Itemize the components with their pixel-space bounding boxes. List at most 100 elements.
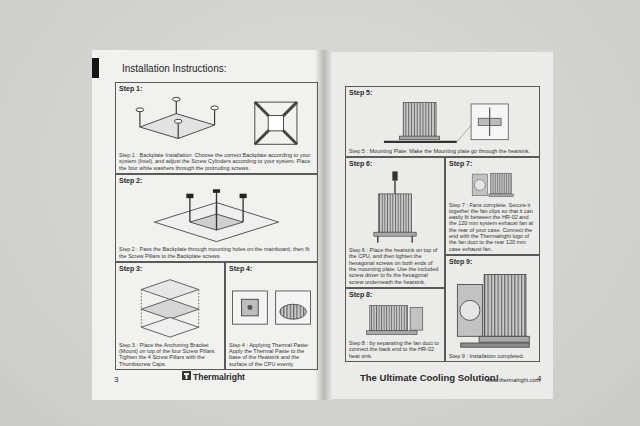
cpu bbox=[242, 299, 259, 316]
screwdriver-handle bbox=[392, 171, 397, 180]
pillar bbox=[189, 197, 190, 222]
step-panel: Step 7: Step 7 : Fans complete. Secure it… bbox=[445, 157, 540, 255]
bracket-figure bbox=[141, 280, 198, 337]
logo-stroke bbox=[186, 373, 188, 379]
step-caption: Step 1 : Backplate Installation. Choose … bbox=[119, 152, 314, 171]
heatsink bbox=[370, 306, 408, 331]
step-heading: Step 7: bbox=[449, 160, 536, 168]
heatsink bbox=[403, 103, 436, 137]
backplate-center bbox=[268, 116, 283, 131]
fan bbox=[474, 180, 485, 191]
step-caption: Step 3 : Place the Anchoring Bracket (Mo… bbox=[119, 342, 221, 367]
website: www.thermalright.com bbox=[486, 377, 540, 383]
pillar bbox=[216, 206, 217, 230]
step-panel: Step 8: Step 8 : by separating the fan du… bbox=[345, 288, 445, 362]
heatsink-base bbox=[479, 336, 529, 342]
page-tab bbox=[92, 58, 99, 78]
step-heading: Step 3: bbox=[119, 265, 221, 273]
page-fold bbox=[316, 50, 332, 400]
step-caption: Step 2 : Pass the Backplate through moun… bbox=[119, 246, 314, 259]
step-caption: Step 4 : Applying Thermal Paste: Apply t… bbox=[229, 342, 314, 367]
backplate bbox=[140, 114, 215, 139]
mainboard-figure bbox=[154, 189, 278, 241]
step-heading: Step 6: bbox=[349, 160, 441, 168]
heatsink-base bbox=[400, 136, 440, 140]
heatsink-base bbox=[489, 194, 513, 197]
screw bbox=[139, 112, 140, 127]
heatsink bbox=[491, 173, 512, 194]
left-page bbox=[92, 50, 324, 400]
screw-pillar bbox=[240, 194, 247, 198]
screw bbox=[178, 123, 179, 138]
pillar bbox=[377, 236, 378, 243]
page-title: Installation Instructions: bbox=[122, 63, 227, 74]
step-panel: Step 4: Step 4 : Applying Thermal Paste: … bbox=[225, 262, 318, 370]
step-panel: Step 6: Step 6 : Place the heatsink on to… bbox=[345, 157, 445, 288]
pillar bbox=[412, 236, 413, 243]
pillar bbox=[242, 197, 243, 222]
step-heading: Step 8: bbox=[349, 291, 441, 299]
logo-square bbox=[182, 371, 191, 380]
step-caption: Step 9 : Installation completed. bbox=[449, 353, 536, 359]
step-caption: Step 8 : by separating the fan duct to c… bbox=[349, 340, 441, 359]
washer bbox=[211, 106, 219, 110]
screw-pillar bbox=[186, 194, 193, 198]
fan bbox=[460, 300, 480, 320]
washer bbox=[136, 108, 144, 112]
right-page bbox=[324, 52, 553, 399]
screw bbox=[489, 108, 490, 137]
washer bbox=[174, 119, 182, 123]
screw bbox=[214, 110, 215, 125]
zoom-line bbox=[457, 125, 471, 141]
step-caption: Step 7 : Fans complete. Secure it togeth… bbox=[449, 202, 536, 253]
fan-duct bbox=[457, 284, 482, 336]
screwdriver-shaft bbox=[394, 181, 395, 194]
zoom-box bbox=[276, 291, 311, 324]
backplate-top-view bbox=[255, 102, 297, 144]
backplate-figure bbox=[136, 97, 297, 144]
step-heading: Step 4: bbox=[229, 265, 314, 273]
heatsink-base bbox=[367, 331, 417, 335]
page-number: 4 bbox=[537, 374, 541, 383]
step-panel: Step 2:Step 2 : Pass the Backplate throu… bbox=[115, 174, 318, 262]
fan-duct-figure bbox=[472, 173, 513, 196]
zoom-box bbox=[471, 104, 508, 140]
heatsink bbox=[484, 274, 526, 336]
screwdriver-figure bbox=[374, 171, 416, 242]
mainboard bbox=[141, 317, 198, 337]
heatsink-base bbox=[280, 304, 307, 319]
mounting-plate bbox=[374, 232, 416, 236]
page-number: 3 bbox=[114, 375, 118, 384]
logo-mark bbox=[182, 371, 191, 380]
step-panel: Step 5: Step 5 : Mounting Plate: Make the… bbox=[345, 86, 540, 157]
duct-attach-figure bbox=[367, 306, 423, 335]
guide-line bbox=[141, 290, 142, 328]
slogan: The Ultimate Cooling Solution! bbox=[360, 372, 499, 383]
backplate-arm bbox=[255, 102, 297, 144]
step-heading: Step 5: bbox=[349, 89, 536, 97]
backplate-arm bbox=[255, 102, 297, 144]
mainboard bbox=[461, 343, 530, 347]
screw-pillar bbox=[213, 189, 220, 193]
cpu-socket bbox=[232, 291, 267, 324]
mounting-plate bbox=[384, 141, 457, 143]
screw bbox=[176, 100, 177, 113]
mounting-plate-figure bbox=[384, 103, 508, 142]
step-heading: Step 9: bbox=[449, 258, 536, 266]
step-heading: Step 1: bbox=[119, 85, 314, 93]
completed-figure bbox=[457, 274, 529, 347]
step-caption: Step 6 : Place the heatsink on top of th… bbox=[349, 247, 441, 285]
mainboard bbox=[154, 203, 278, 242]
guide-line bbox=[198, 290, 199, 328]
step-caption: Step 5 : Mounting Plate: Make the Mounti… bbox=[349, 148, 536, 154]
paste-dot bbox=[247, 305, 252, 310]
fan-duct bbox=[472, 174, 487, 196]
pillars-layer bbox=[141, 299, 198, 319]
washer bbox=[172, 97, 180, 101]
heatsink bbox=[378, 194, 411, 232]
step-panel: Step 3: Step 3 : Place the Anchoring Brac… bbox=[115, 262, 225, 370]
step-panel: Step 9: Step 9 : Installation completed. bbox=[445, 255, 540, 362]
